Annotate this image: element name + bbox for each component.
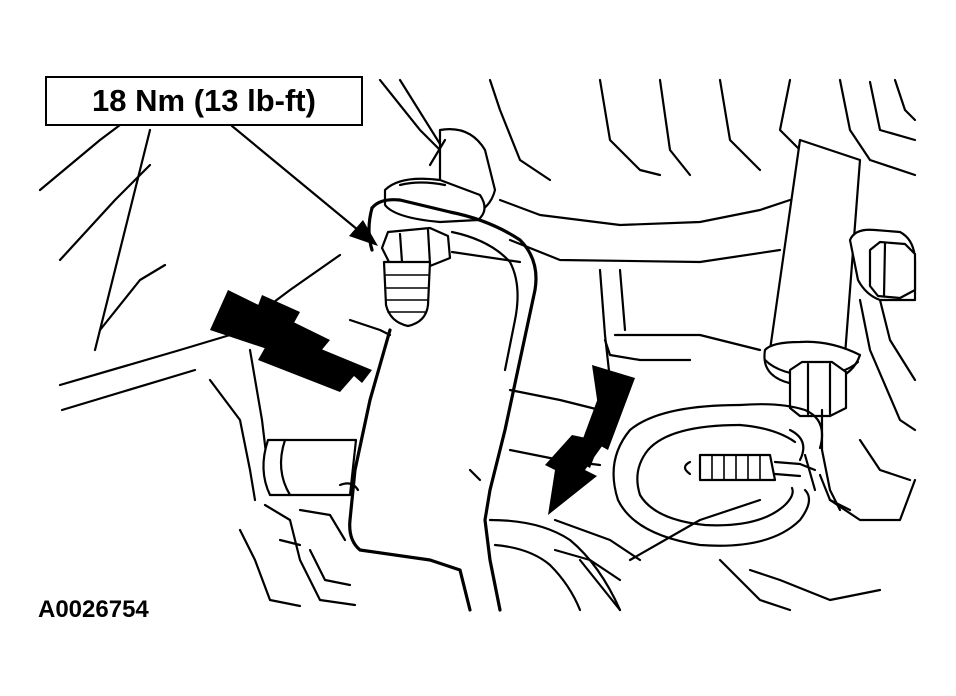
pivot-pin	[238, 438, 360, 608]
upper-boss	[383, 128, 497, 224]
figure-id-label: A0026754	[38, 596, 149, 623]
bracket	[348, 198, 538, 612]
lower-hose	[488, 518, 622, 612]
torque-spec-label: 18 Nm (13 lb-ft)	[92, 83, 316, 118]
callout-leader-arrowhead	[349, 220, 378, 246]
stud-nut	[380, 226, 452, 328]
callout-leader-line	[230, 124, 360, 232]
torque-spec-callout: 18 Nm (13 lb-ft)	[45, 76, 363, 126]
engine-block-outline	[38, 78, 917, 612]
indicator-arrow-left	[210, 290, 372, 392]
vertical-tube	[763, 138, 862, 387]
indicator-arrow-right	[545, 365, 635, 515]
right-bolt-upper	[848, 228, 917, 302]
hose-loop	[612, 403, 852, 547]
